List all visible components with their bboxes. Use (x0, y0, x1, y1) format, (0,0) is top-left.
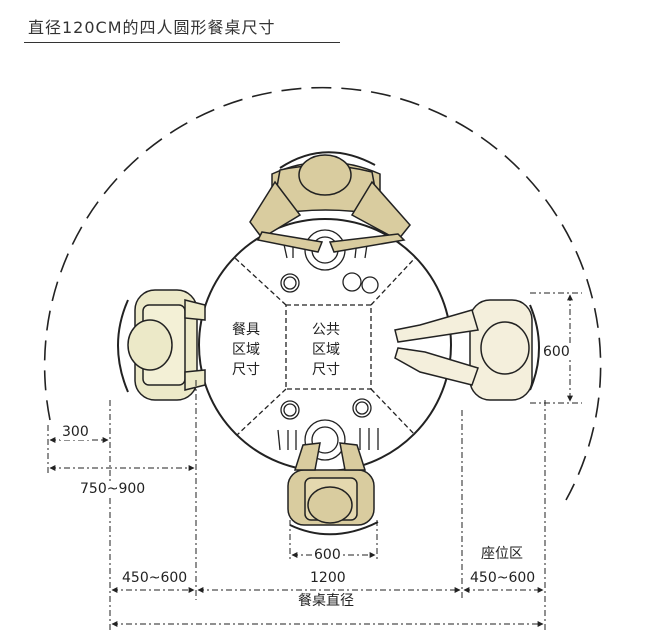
dim-450-600-right: 450~600 (470, 570, 536, 586)
dining-zone-label: 餐具 区域 尺寸 (232, 320, 260, 380)
public-area-square (285, 304, 372, 390)
diner-right (394, 299, 540, 401)
clearance-circle (43, 86, 602, 501)
dim-750-900: 750~900 (78, 481, 148, 497)
title-underline (24, 42, 340, 43)
public-zone-label: 公共 区域 尺寸 (312, 320, 340, 380)
public-zone-line1: 公共 (312, 322, 340, 338)
dimension-lines (49, 294, 573, 627)
dining-zone-line3: 尺寸 (232, 362, 260, 378)
zone-dividers (234, 257, 416, 436)
dining-zone-line2: 区域 (232, 342, 260, 358)
seat-area-label: 座位区 (481, 546, 523, 562)
dim-1200: 1200 (308, 570, 348, 586)
dim-600-bottom: 600 (312, 547, 343, 563)
diner-top (249, 151, 411, 253)
diner-left (117, 289, 206, 401)
dim-300: 300 (60, 424, 91, 440)
dim-600-right: 600 (541, 344, 572, 360)
dim-450-600-left: 450~600 (122, 570, 188, 586)
dining-zone-line1: 餐具 (232, 322, 260, 338)
extension-lines (47, 292, 582, 630)
place-setting-bottom (277, 398, 379, 461)
diagram-title: 直径120CM的四人圆形餐桌尺寸 (28, 18, 276, 37)
diner-bottom (287, 442, 379, 536)
public-zone-line2: 区域 (312, 342, 340, 358)
public-zone-line3: 尺寸 (312, 362, 340, 378)
table-diameter-label: 餐桌直径 (296, 593, 356, 609)
